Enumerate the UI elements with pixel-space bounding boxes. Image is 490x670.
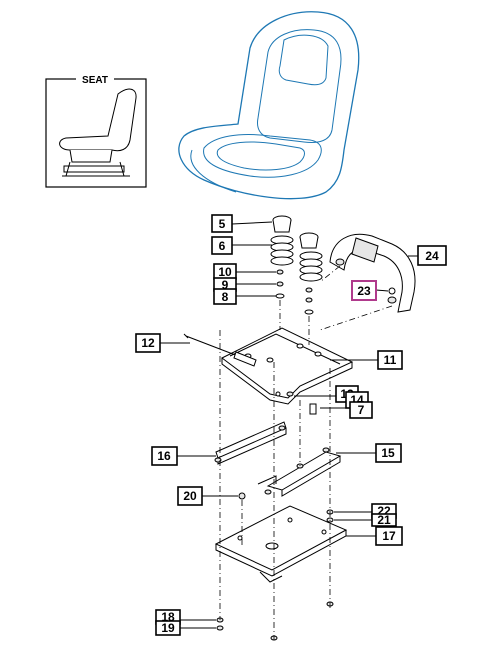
base-plate <box>214 505 348 583</box>
leader-lines <box>160 221 418 629</box>
svg-text:7: 7 <box>358 403 365 417</box>
svg-text:9: 9 <box>222 278 229 292</box>
svg-text:23: 23 <box>357 284 371 298</box>
svg-text:16: 16 <box>157 449 171 463</box>
svg-text:12: 12 <box>141 336 155 350</box>
svg-text:15: 15 <box>381 446 395 460</box>
callout-7: 7 <box>349 401 373 419</box>
svg-text:19: 19 <box>161 621 175 635</box>
callout-12: 12 <box>135 333 161 353</box>
callout-8: 8 <box>213 288 237 305</box>
slide-rail-left <box>214 421 287 465</box>
spring-left <box>270 215 294 299</box>
spring-right <box>299 232 323 315</box>
svg-text:11: 11 <box>384 353 397 367</box>
callout-24: 24 <box>417 245 447 266</box>
callout-15: 15 <box>375 443 402 463</box>
callout-21: 21 <box>371 513 397 527</box>
svg-text:21: 21 <box>377 513 391 527</box>
svg-text:20: 20 <box>183 489 197 503</box>
seat-inset: SEAT <box>45 74 147 188</box>
seat-plate <box>183 327 354 405</box>
callout-16: 16 <box>151 446 178 466</box>
svg-text:6: 6 <box>219 239 226 253</box>
svg-text:10: 10 <box>218 265 232 279</box>
svg-text:17: 17 <box>382 529 396 543</box>
slide-rail-right <box>257 447 342 497</box>
callout-19: 19 <box>155 620 181 636</box>
callout-10: 10 <box>213 263 237 280</box>
svg-text:24: 24 <box>425 249 439 263</box>
rear-bracket <box>319 233 416 331</box>
svg-text:5: 5 <box>219 217 226 231</box>
callout-6: 6 <box>211 236 233 255</box>
callout-11: 11 <box>377 350 403 370</box>
callout-23: 23 <box>351 280 377 301</box>
inset-title: SEAT <box>82 75 108 86</box>
callout-20: 20 <box>177 486 203 506</box>
callout-17: 17 <box>375 526 403 546</box>
callout-9: 9 <box>213 277 237 292</box>
svg-text:8: 8 <box>222 290 229 304</box>
seat-cushion <box>178 11 360 200</box>
plate-fasteners <box>275 391 317 415</box>
callout-5: 5 <box>211 214 233 233</box>
